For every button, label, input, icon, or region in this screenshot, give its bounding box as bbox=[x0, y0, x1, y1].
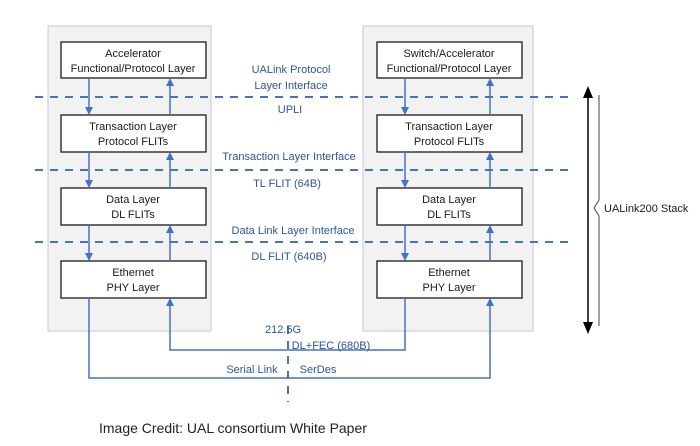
data-link-interface-label: Data Link Layer Interface bbox=[232, 225, 355, 237]
right-layer3-line2: DL FLITs bbox=[427, 209, 471, 221]
left-layer3-line2: DL FLITs bbox=[111, 209, 155, 221]
left-layer4-line2: PHY Layer bbox=[107, 282, 160, 294]
dl-fec-link-line bbox=[166, 298, 406, 351]
left-data-layer-box bbox=[60, 187, 207, 226]
left-layer3-line1: Data Layer bbox=[106, 194, 160, 206]
right-layer2-line2: Protocol FLITs bbox=[414, 136, 485, 148]
left-stack-boxes bbox=[60, 41, 207, 299]
protocol-interface-label-1: UALink Protocol bbox=[252, 64, 331, 76]
right-transaction-layer-box bbox=[376, 114, 523, 153]
left-ethernet-layer-box bbox=[60, 260, 207, 299]
right-layer4-line1: Ethernet bbox=[428, 267, 470, 279]
stack-label: UALink200 Stack bbox=[604, 203, 689, 215]
right-ethernet-layer-box bbox=[376, 260, 523, 299]
layer-arrows bbox=[85, 78, 494, 261]
right-stack-boxes bbox=[376, 41, 523, 299]
stack-arrow-bottom bbox=[583, 322, 593, 334]
stack-bracket bbox=[583, 86, 600, 334]
left-layer1-line2: Functional/Protocol Layer bbox=[71, 63, 196, 75]
tl-flit-label: TL FLIT (64B) bbox=[253, 178, 321, 190]
serial-link-line bbox=[88, 298, 494, 379]
right-layer4-line2: PHY Layer bbox=[423, 282, 476, 294]
serial-link-label: Serial Link bbox=[226, 364, 278, 376]
interface-lines bbox=[35, 96, 570, 402]
left-accelerator-layer-box bbox=[60, 41, 207, 79]
right-layer3-line1: Data Layer bbox=[422, 194, 476, 206]
left-layer1-line1: Accelerator bbox=[105, 48, 161, 60]
right-accelerator-layer-box bbox=[376, 41, 523, 79]
stack-brace bbox=[593, 95, 600, 326]
dl-fec-label: DL+FEC (680B) bbox=[292, 340, 371, 352]
left-layer4-line1: Ethernet bbox=[112, 267, 154, 279]
upli-label: UPLI bbox=[278, 104, 302, 116]
image-credit: Image Credit: UAL consortium White Paper bbox=[99, 420, 367, 436]
right-layer2-line1: Transaction Layer bbox=[405, 121, 493, 133]
protocol-interface-label-2: Layer Interface bbox=[254, 80, 327, 92]
right-layer1-line2: Functional/Protocol Layer bbox=[387, 63, 512, 75]
physical-links bbox=[88, 298, 494, 379]
left-layer2-line2: Protocol FLITs bbox=[98, 136, 169, 148]
rate-label: 212.5G bbox=[265, 324, 301, 336]
left-transaction-layer-box bbox=[60, 114, 207, 153]
dl-flit-label: DL FLIT (640B) bbox=[251, 251, 326, 263]
stack-arrow-top bbox=[583, 86, 593, 98]
serdes-label: SerDes bbox=[300, 364, 337, 376]
right-data-layer-box bbox=[376, 187, 523, 226]
left-layer2-line1: Transaction Layer bbox=[89, 121, 177, 133]
transaction-interface-label: Transaction Layer Interface bbox=[222, 151, 356, 163]
right-layer1-line1: Switch/Accelerator bbox=[403, 48, 494, 60]
